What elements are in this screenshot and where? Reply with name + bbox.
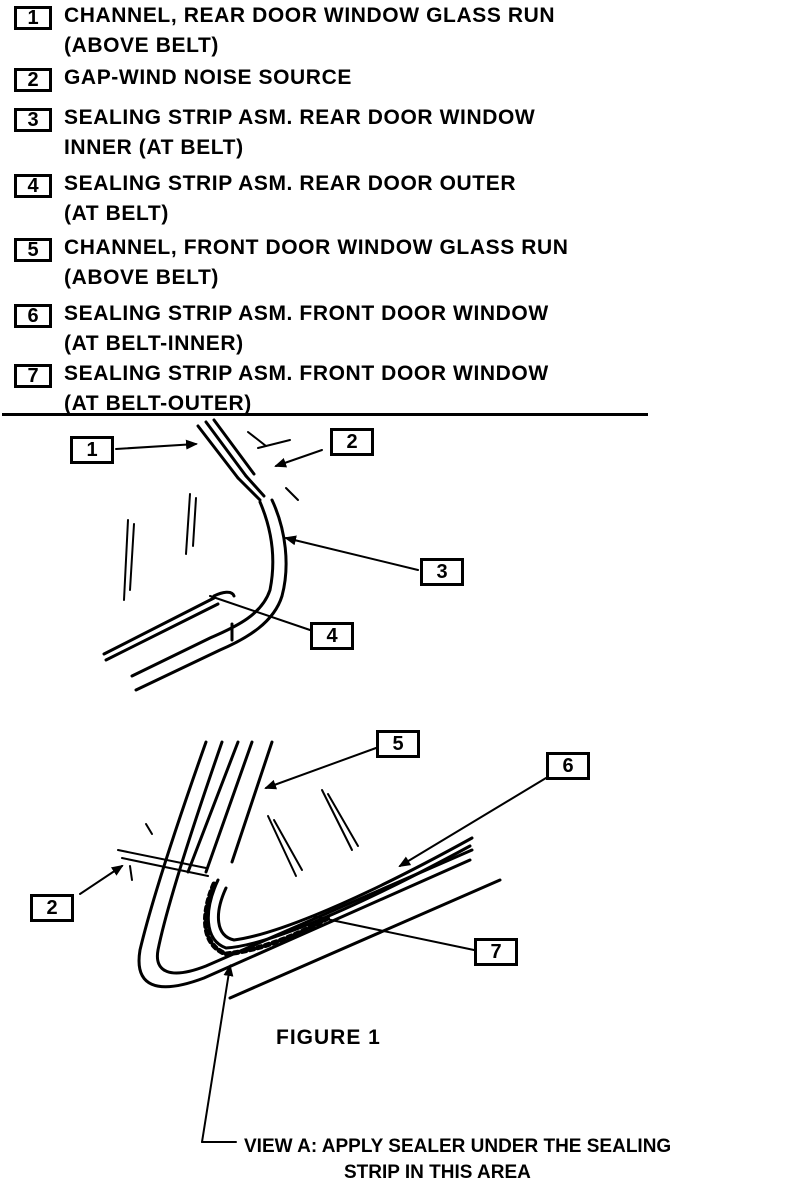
legend-text: GAP-WIND NOISE SOURCE <box>64 63 352 93</box>
legend-line: SEALING STRIP ASM. FRONT DOOR WINDOW <box>64 362 549 385</box>
legend-line: (ABOVE BELT) <box>64 34 219 57</box>
legend-number: 7 <box>14 364 52 388</box>
legend-text: SEALING STRIP ASM. FRONT DOOR WINDOW (AT… <box>64 359 549 419</box>
legend-item-7: 7 SEALING STRIP ASM. FRONT DOOR WINDOW (… <box>14 362 549 419</box>
legend-line: (ABOVE BELT) <box>64 266 219 289</box>
legend-line: INNER (AT BELT) <box>64 136 244 159</box>
legend-line: CHANNEL, REAR DOOR WINDOW GLASS RUN <box>64 4 556 27</box>
note-line: VIEW A: APPLY SEALER UNDER THE SEALING <box>244 1136 672 1157</box>
callout-4: 4 <box>310 622 354 650</box>
legend-line: CHANNEL, FRONT DOOR WINDOW GLASS RUN <box>64 236 569 259</box>
legend-number: 4 <box>14 174 52 198</box>
legend-item-6: 6 SEALING STRIP ASM. FRONT DOOR WINDOW (… <box>14 302 549 359</box>
callout-2-top: 2 <box>330 428 374 456</box>
legend-text: CHANNEL, REAR DOOR WINDOW GLASS RUN (ABO… <box>64 1 555 61</box>
callout-6: 6 <box>546 752 590 780</box>
legend-number: 1 <box>14 6 52 30</box>
legend-line: (AT BELT) <box>64 202 169 225</box>
legend-line: SEALING STRIP ASM. REAR DOOR WINDOW <box>64 106 536 129</box>
view-a-note: VIEW A: APPLY SEALER UNDER THE SEALING S… <box>244 1134 671 1186</box>
top-view-drawing <box>102 418 419 692</box>
callout-1-top: 1 <box>70 436 114 464</box>
callout-3: 3 <box>420 558 464 586</box>
legend-item-3: 3 SEALING STRIP ASM. REAR DOOR WINDOW IN… <box>14 106 535 163</box>
legend-line: (AT BELT-INNER) <box>64 332 244 355</box>
bottom-view-drawing <box>79 740 547 1143</box>
legend-number: 2 <box>14 68 52 92</box>
callout-2-bottom: 2 <box>30 894 74 922</box>
legend-number: 6 <box>14 304 52 328</box>
legend-line: GAP-WIND NOISE SOURCE <box>64 66 352 89</box>
figure-label: FIGURE 1 <box>276 1026 381 1049</box>
legend-number: 3 <box>14 108 52 132</box>
legend-text: SEALING STRIP ASM. FRONT DOOR WINDOW (AT… <box>64 299 549 359</box>
legend-line: (AT BELT-OUTER) <box>64 392 252 415</box>
legend-number: 5 <box>14 238 52 262</box>
legend-item-1: 1 CHANNEL, REAR DOOR WINDOW GLASS RUN (A… <box>14 4 555 61</box>
legend-item-2: 2 GAP-WIND NOISE SOURCE <box>14 66 352 93</box>
legend-text: CHANNEL, FRONT DOOR WINDOW GLASS RUN (AB… <box>64 233 569 293</box>
callout-7: 7 <box>474 938 518 966</box>
legend-line: SEALING STRIP ASM. FRONT DOOR WINDOW <box>64 302 549 325</box>
callout-5: 5 <box>376 730 420 758</box>
legend-line: SEALING STRIP ASM. REAR DOOR OUTER <box>64 172 517 195</box>
legend-text: SEALING STRIP ASM. REAR DOOR OUTER (AT B… <box>64 169 516 229</box>
legend-text: SEALING STRIP ASM. REAR DOOR WINDOW INNE… <box>64 103 535 163</box>
legend-item-5: 5 CHANNEL, FRONT DOOR WINDOW GLASS RUN (… <box>14 236 569 293</box>
note-line: STRIP IN THIS AREA <box>344 1162 531 1183</box>
section-divider <box>2 413 648 416</box>
legend-item-4: 4 SEALING STRIP ASM. REAR DOOR OUTER (AT… <box>14 172 516 229</box>
